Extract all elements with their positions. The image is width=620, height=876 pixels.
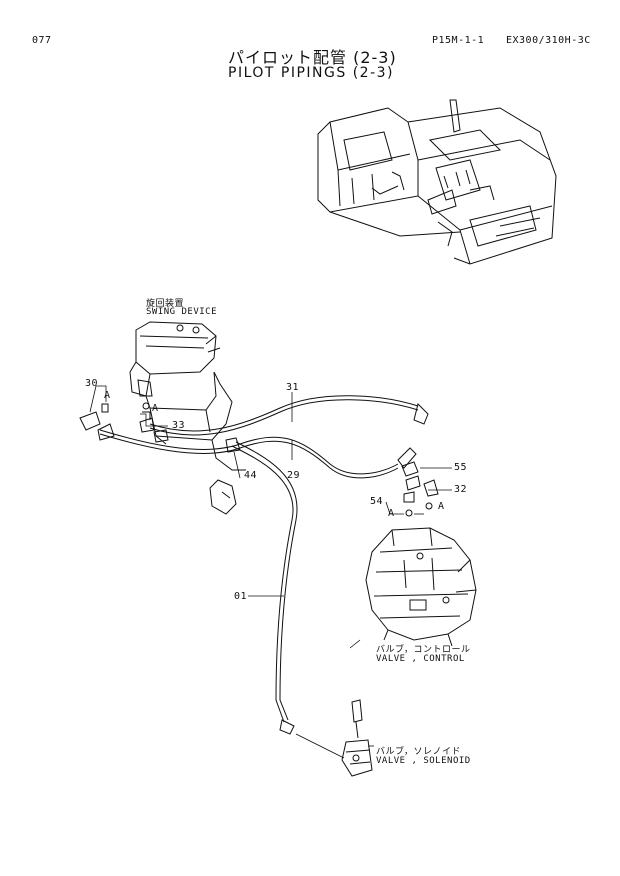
hose-31 — [149, 395, 429, 436]
title-japanese: パイロット配管 (2-3) — [228, 48, 397, 67]
callout-detail-a-4: A — [388, 508, 395, 519]
callout-55: 55 — [454, 462, 468, 473]
swing-device-label-jp: 旋回装置 — [146, 299, 185, 309]
hose-29 — [99, 429, 417, 479]
solenoid-valve-label: VALVE , SOLENOID — [376, 756, 471, 766]
callout-detail-a-3: A — [438, 501, 445, 512]
callout-01: 01 — [234, 591, 248, 602]
callout-31: 31 — [286, 382, 300, 393]
callout-32: 32 — [454, 484, 468, 495]
swing-device-label: SWING DEVICE — [146, 307, 218, 317]
callout-29: 29 — [287, 470, 301, 481]
model-code: EX300/310H-3C — [506, 35, 591, 46]
fittings — [79, 402, 439, 517]
solenoid-valve-drawing — [341, 699, 373, 777]
title-english: PILOT PIPINGS (2-3) — [228, 65, 394, 81]
leader-lines — [89, 385, 452, 759]
excavator-overview-drawing — [317, 99, 557, 265]
callout-54: 54 — [370, 496, 384, 507]
swing-device-drawing — [129, 321, 246, 515]
callout-30: 30 — [85, 378, 99, 389]
callout-44: 44 — [244, 470, 258, 481]
callout-detail-a-2: A — [152, 403, 159, 414]
sheet-code: P15M-1-1 — [432, 35, 485, 46]
callout-33: 33 — [172, 420, 186, 431]
callout-detail-a-1: A — [104, 390, 111, 401]
control-valve-drawing — [365, 527, 477, 647]
control-valve-label-jp: バルブ，コントロール — [376, 645, 471, 655]
hose-01 — [231, 441, 298, 735]
solenoid-valve-label-jp: バルブ，ソレノイド — [376, 747, 462, 757]
control-valve-label: VALVE , CONTROL — [376, 654, 465, 664]
page-number: 077 — [32, 35, 52, 46]
